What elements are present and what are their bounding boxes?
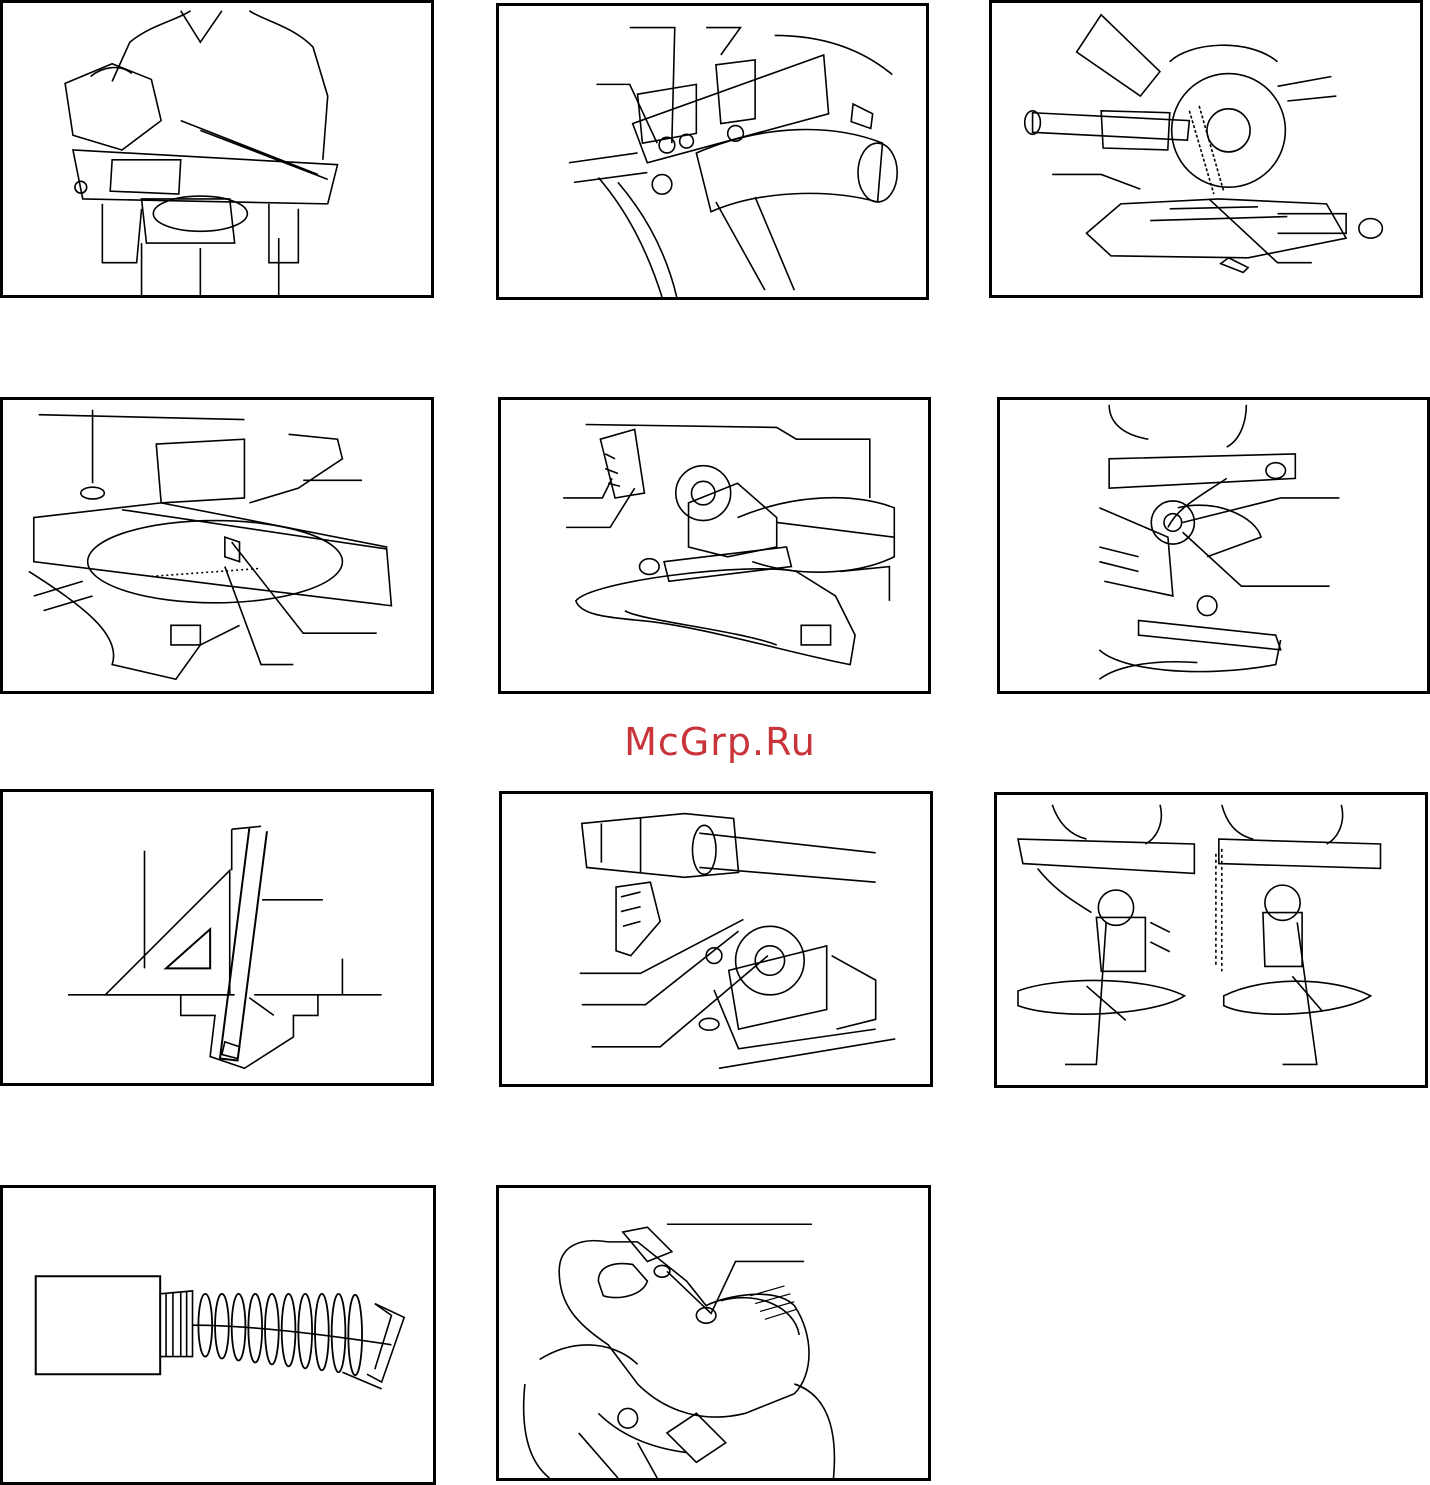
figure-bevel-adjust [997, 397, 1430, 694]
figure-brush-holder-cap [496, 1185, 931, 1481]
bevel-pointer-icon [502, 794, 930, 1084]
figure-dust-bag-saw [989, 0, 1423, 298]
bevel-lever-icon [501, 400, 928, 691]
figure-triangle-square [0, 789, 434, 1086]
turn-base-icon [3, 400, 431, 691]
figure-carrying-saw [0, 0, 434, 298]
figure-bevel-lever [498, 397, 931, 694]
bevel-stop-icon [997, 795, 1425, 1085]
person-carrying-saw-icon [3, 3, 431, 295]
carbon-brush-icon [3, 1188, 433, 1482]
figure-bevel-pointer [499, 791, 933, 1087]
brush-cap-icon [499, 1188, 928, 1478]
fence-bolt-icon [499, 6, 926, 297]
figure-bevel-stops [994, 792, 1428, 1088]
figure-carbon-brush [0, 1185, 436, 1485]
triangle-square-icon [3, 792, 431, 1083]
miter-saw-icon [992, 3, 1420, 295]
bevel-adjust-icon [1000, 400, 1427, 691]
watermark: McGrp.Ru [560, 720, 880, 764]
figure-turn-base-scale [0, 397, 434, 694]
figure-fence-bolts [496, 3, 929, 300]
